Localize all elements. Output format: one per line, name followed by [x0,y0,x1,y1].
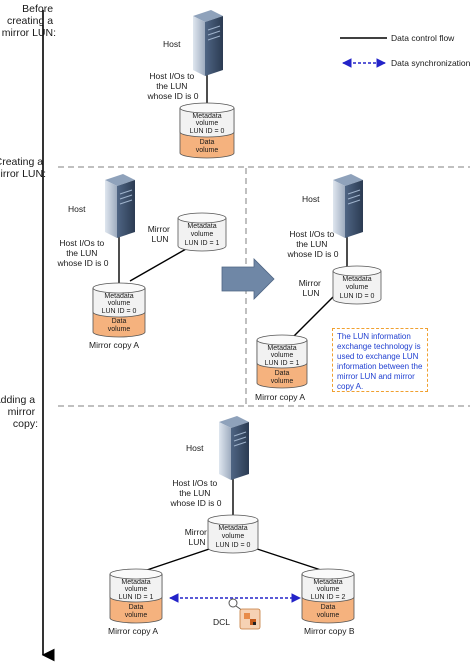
stage-label-creating: Creating a mirror LUN: [0,156,46,180]
s3-mirror-lun-label: Mirror LUN [185,527,210,547]
s2r-server-icon [333,174,363,238]
s2r-host-label: Host [302,194,320,204]
legend-control-label: Data control flow [391,33,455,43]
dcl-magnifier-icon [228,598,238,608]
stage-label-before: Before creating a mirror LUN: [2,3,56,39]
s3-host-ios-label: Host I/Os to the LUN whose ID is 0 [169,478,221,508]
s2r-host-ios-label: Host I/Os to the LUN whose ID is 0 [286,229,338,259]
svg-text:LUN ID = 1: LUN ID = 1 [265,360,300,367]
lun-info-exchange-note: The LUN information exchange technology … [332,328,428,392]
svg-text:LUN ID = 1: LUN ID = 1 [119,594,154,601]
s2r-mirror-lun-label: Mirror LUN [299,278,324,298]
s1-server-icon [193,10,223,76]
s3-mirror-copy-b-label: Mirror copy B [304,626,355,636]
svg-text:LUN ID = 0: LUN ID = 0 [340,293,375,300]
dcl-label: DCL [213,617,230,627]
s2r-mirror-copy-a-label: Mirror copy A [255,392,305,402]
s2l-mirror-copy-a-label: Mirror copy A [89,340,139,350]
s2l-mirror-link [129,248,187,282]
s2l-host-label: Host [68,204,86,214]
legend-sync-label: Data synchronization [391,58,471,68]
svg-text:LUN ID = 0: LUN ID = 0 [102,308,137,315]
s3-server-icon [219,416,249,480]
svg-text:LUN ID = 0: LUN ID = 0 [216,542,251,549]
s2l-host-ios-label: Host I/Os to the LUN whose ID is 0 [56,238,108,268]
transition-arrow [221,258,275,300]
s2l-server-icon [105,174,135,238]
stage-label-adding: Adding a mirror copy: [0,394,38,430]
svg-text:LUN ID = 0: LUN ID = 0 [190,128,225,135]
s2r-copy-link [291,296,334,339]
s1-host-ios-label: Host I/Os to the LUN whose ID is 0 [146,71,198,101]
svg-text:LUN ID = 1: LUN ID = 1 [185,240,220,247]
legend: Data control flow Data synchronization [340,33,471,68]
dcl-icon [239,608,261,630]
s2l-mirror-lun-label: Mirror LUN [148,224,173,244]
s3-host-label: Host [186,443,204,453]
s1-host-label: Host [163,39,181,49]
s3-mirror-copy-a-label: Mirror copy A [108,626,158,636]
svg-text:LUN ID = 2: LUN ID = 2 [311,594,346,601]
